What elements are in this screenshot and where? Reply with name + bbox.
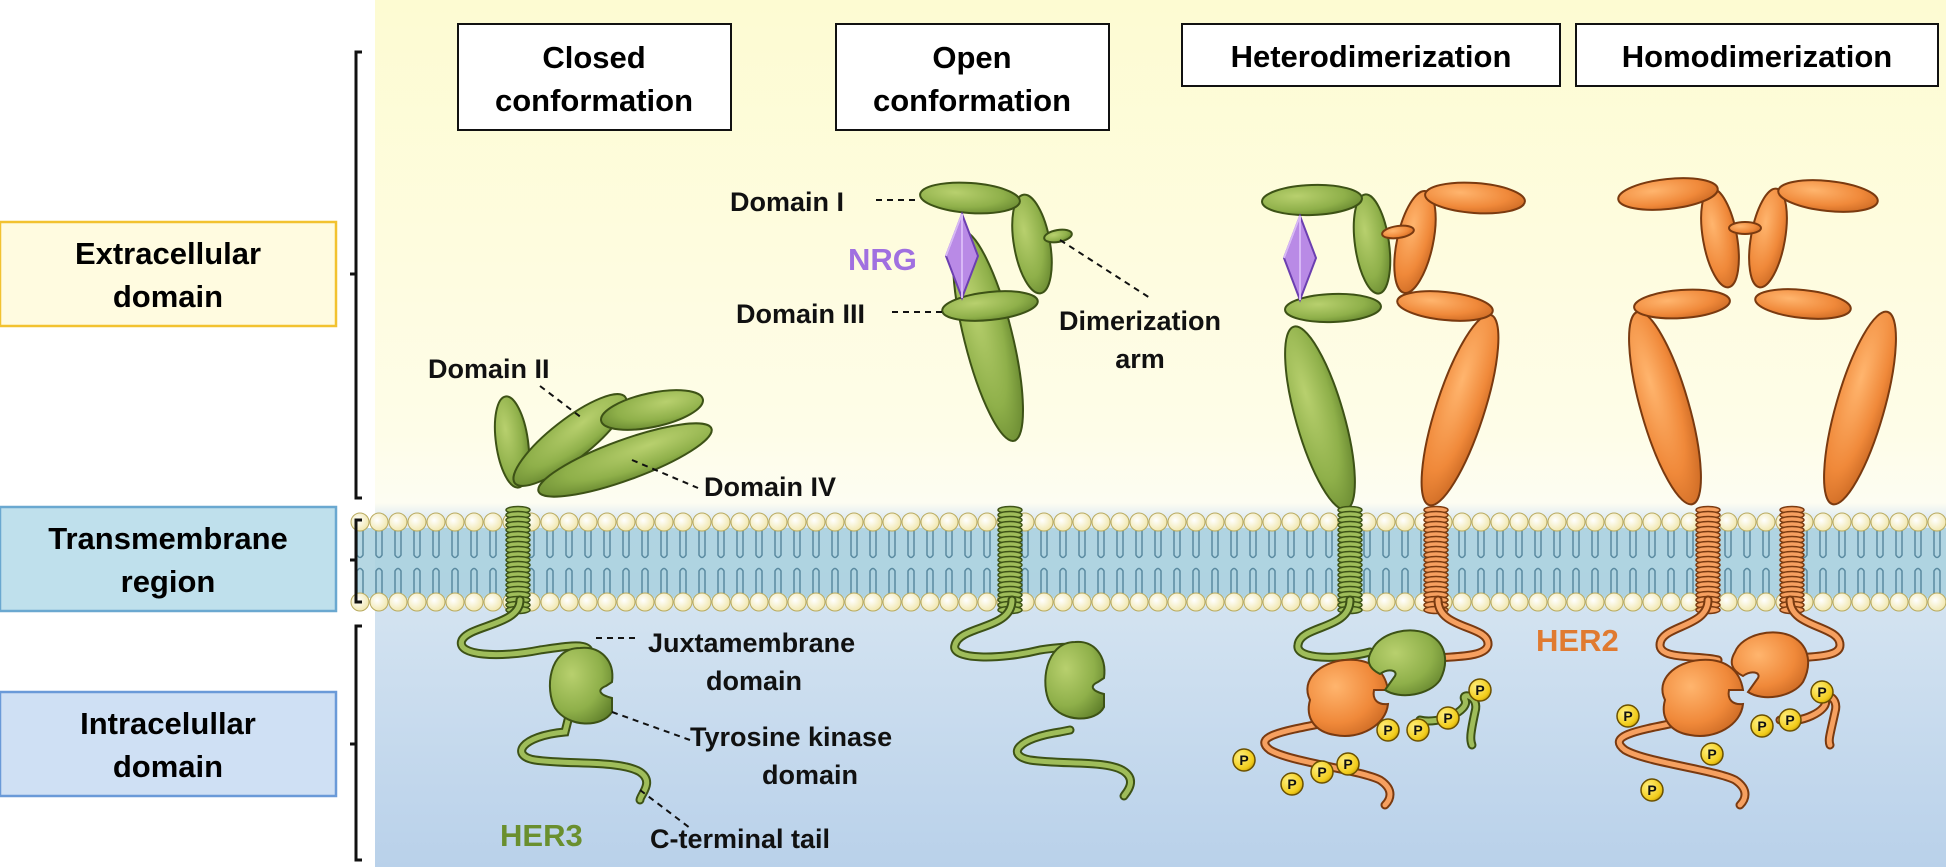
svg-text:Open: Open [932,40,1011,75]
phosphate-groups: P P P P P P P P P P P P P P [1232,678,1834,802]
phosphate-group-12: P [1750,714,1774,738]
svg-text:P: P [1623,708,1632,724]
phosphate-group-14: P [1810,680,1834,704]
svg-text:Intracelullar: Intracelullar [80,706,256,741]
closed-conformation-title: Closed conformation [457,23,732,131]
her2-label: HER2 [1536,623,1619,658]
svg-text:P: P [1239,752,1248,768]
svg-text:P: P [1817,684,1826,700]
juxtamembrane-label-2: domain [706,666,802,696]
phosphate-group-8: P [1468,678,1492,702]
svg-text:Homodimerization: Homodimerization [1622,39,1892,74]
svg-text:domain: domain [113,749,223,784]
svg-text:P: P [1287,776,1296,792]
svg-text:conformation: conformation [873,83,1071,118]
svg-text:P: P [1475,682,1484,698]
svg-text:P: P [1707,746,1716,762]
phosphate-group-1: P [1232,748,1256,772]
svg-text:Transmembrane: Transmembrane [48,521,288,556]
tyrosine-kinase-label-2: domain [762,760,858,790]
domain-iv-label: Domain IV [704,472,836,502]
phosphate-group-5: P [1376,718,1400,742]
svg-text:P: P [1785,712,1794,728]
dimerization-arm-label: Dimerization [1059,306,1221,336]
svg-text:Heterodimerization: Heterodimerization [1231,39,1512,74]
svg-text:region: region [121,564,216,599]
phosphate-group-2: P [1280,772,1304,796]
svg-text:P: P [1757,718,1766,734]
intracellular-domain-label: Intracelullar domain [0,690,338,798]
juxtamembrane-label: Juxtamembrane [648,628,855,658]
svg-text:P: P [1443,710,1452,726]
annotation-leader-lines [539,199,1151,829]
her3-closed-receptor [456,389,713,805]
svg-text:P: P [1383,722,1392,738]
phosphate-group-10: P [1640,778,1664,802]
transmembrane-region-label: Transmembrane region [0,505,338,613]
phosphate-group-3: P [1310,760,1334,784]
svg-text:P: P [1647,782,1656,798]
nrg-label: NRG [848,242,917,277]
heterodimerization-title: Heterodimerization [1181,23,1561,87]
homodimerization-title: Homodimerization [1575,23,1939,87]
her3-her2-heterodimer [1260,181,1526,810]
phosphate-group-4: P [1336,752,1360,776]
domain-iii-label: Domain III [736,299,865,329]
domain-i-label: Domain I [730,187,844,217]
svg-text:Closed: Closed [542,40,645,75]
open-conformation-title: Open conformation [835,23,1110,131]
domain-brackets [350,50,362,862]
phosphate-group-6: P [1406,718,1430,742]
phosphate-group-13: P [1778,708,1802,732]
svg-text:Extracellular: Extracellular [75,236,261,271]
domain-ii-label: Domain II [428,354,550,384]
svg-text:domain: domain [113,279,223,314]
svg-text:P: P [1317,764,1326,780]
phosphate-group-7: P [1436,706,1460,730]
svg-text:P: P [1413,722,1422,738]
her3-open-receptor [919,181,1135,801]
phosphate-group-11: P [1700,742,1724,766]
svg-text:P: P [1343,756,1352,772]
tyrosine-kinase-label: Tyrosine kinase [690,722,892,752]
c-terminal-tail-label: C-terminal tail [650,824,830,854]
phosphate-group-9: P [1616,704,1640,728]
extracellular-domain-label: Extracellular domain [0,220,338,328]
dimerization-arm-label-2: arm [1115,344,1165,374]
her3-label: HER3 [500,818,583,853]
svg-text:conformation: conformation [495,83,693,118]
